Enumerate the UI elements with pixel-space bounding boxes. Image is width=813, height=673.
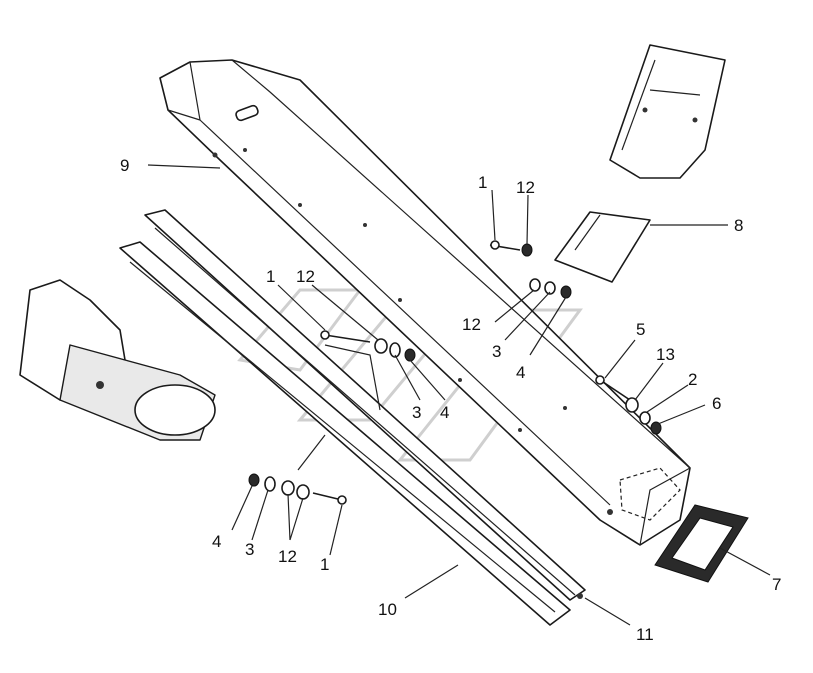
leader-lines bbox=[147, 164, 771, 626]
mounting-frame bbox=[609, 44, 726, 179]
callout-2: 2 bbox=[688, 370, 697, 389]
callout-4-middle: 4 bbox=[440, 403, 449, 422]
fastener-group-top bbox=[489, 240, 572, 299]
callout-labels: 1 12 8 9 1 12 12 3 4 5 13 2 6 3 4 4 3 12… bbox=[120, 156, 781, 644]
fastener-group-middle bbox=[320, 330, 416, 362]
callout-1-top: 1 bbox=[478, 173, 487, 192]
callout-1-middle: 1 bbox=[266, 267, 275, 286]
callout-10: 10 bbox=[378, 600, 397, 619]
callout-3-right: 3 bbox=[492, 342, 501, 361]
auger-housing bbox=[19, 279, 216, 441]
gasket-part-7 bbox=[654, 504, 749, 583]
callout-3-middle: 3 bbox=[412, 403, 421, 422]
callout-12-middle: 12 bbox=[296, 267, 315, 286]
callout-8: 8 bbox=[734, 216, 743, 235]
rail-part-11 bbox=[144, 209, 586, 601]
rail-part-10 bbox=[119, 241, 571, 626]
callout-12-right: 12 bbox=[462, 315, 481, 334]
fastener-group-bottom bbox=[248, 473, 347, 505]
callout-4-right: 4 bbox=[516, 363, 525, 382]
callout-12-bottom: 12 bbox=[278, 547, 297, 566]
fastener-group-right bbox=[595, 375, 662, 435]
callout-9: 9 bbox=[120, 156, 129, 175]
callout-13: 13 bbox=[656, 345, 675, 364]
callout-4-bottom: 4 bbox=[212, 532, 221, 551]
main-beam-part-9 bbox=[159, 59, 691, 546]
bracket-part-8 bbox=[554, 211, 651, 283]
callout-6: 6 bbox=[712, 394, 721, 413]
callout-5: 5 bbox=[636, 320, 645, 339]
callout-3-bottom: 3 bbox=[245, 540, 254, 559]
callout-1-bottom: 1 bbox=[320, 555, 329, 574]
callout-12-top: 12 bbox=[516, 178, 535, 197]
callout-11: 11 bbox=[636, 625, 654, 644]
callout-7: 7 bbox=[772, 575, 781, 594]
